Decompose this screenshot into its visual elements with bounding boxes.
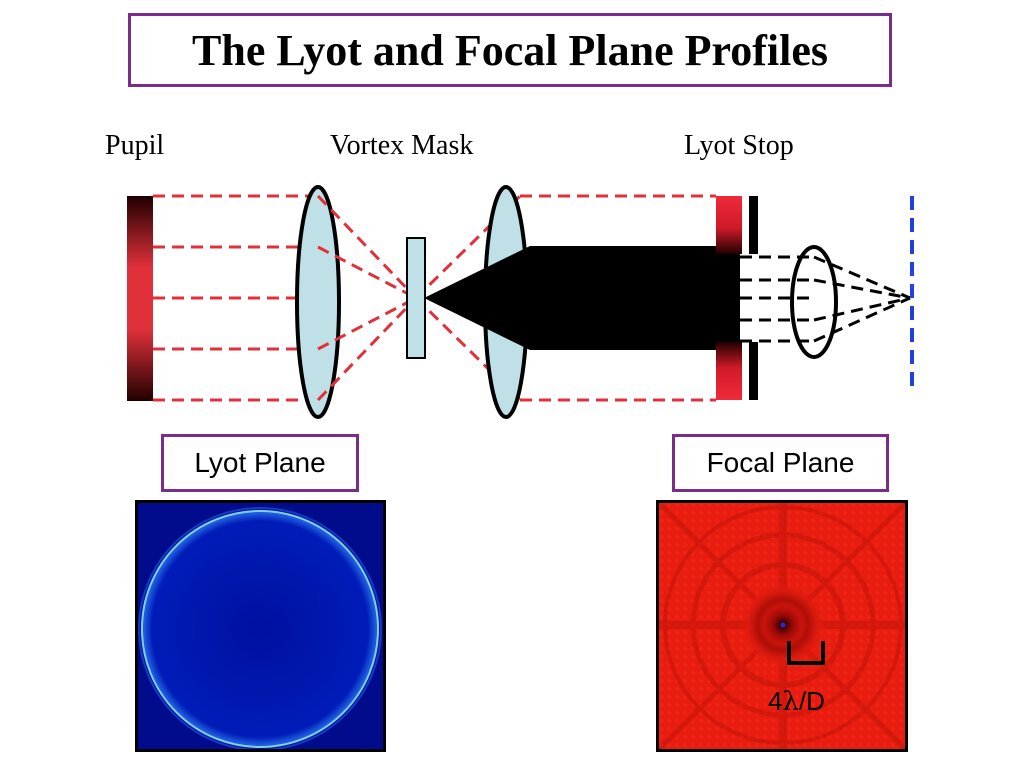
collimated-rays [520,194,716,402]
focal-plane-image [656,500,908,752]
page-title: The Lyot and Focal Plane Profiles [192,25,828,75]
scale-lambda: λ [782,687,799,717]
passed-rays [740,255,911,343]
lyot-plane-label-box: Lyot Plane [161,434,359,492]
focal-plane-render [659,503,905,749]
vortex-mask-element [406,237,426,359]
dark-beam [424,246,740,350]
pupil-aperture [127,196,153,401]
pupil-label: Pupil [105,130,165,161]
vortex-mask-label: Vortex Mask [330,130,474,161]
scale-bar-label: 4λ/D [768,686,825,717]
lyot-stop-top-bar [749,196,758,254]
optical-layout-diagram [127,185,914,419]
scale-prefix: 4 [768,686,783,716]
lyot-stop-label: Lyot Stop [684,130,794,161]
title-box: The Lyot and Focal Plane Profiles [128,13,892,87]
lyot-plane-render [138,503,383,749]
scale-suffix: /D [798,686,825,716]
focal-center-spot [780,622,786,628]
final-lens [790,245,838,359]
focal-plane-label: Focal Plane [706,447,855,478]
converging-rays [316,194,418,402]
first-lens [295,185,341,419]
scale-bar [787,641,825,665]
lyot-ring-bottom [716,342,742,400]
lyot-ring [141,510,379,748]
lyot-ring-top [716,196,742,254]
lyot-stop-bottom-bar [749,342,758,400]
lyot-plane-image [135,500,386,752]
input-rays [153,194,318,402]
lyot-plane-label: Lyot Plane [194,447,326,478]
focal-plane-label-box: Focal Plane [672,434,889,492]
